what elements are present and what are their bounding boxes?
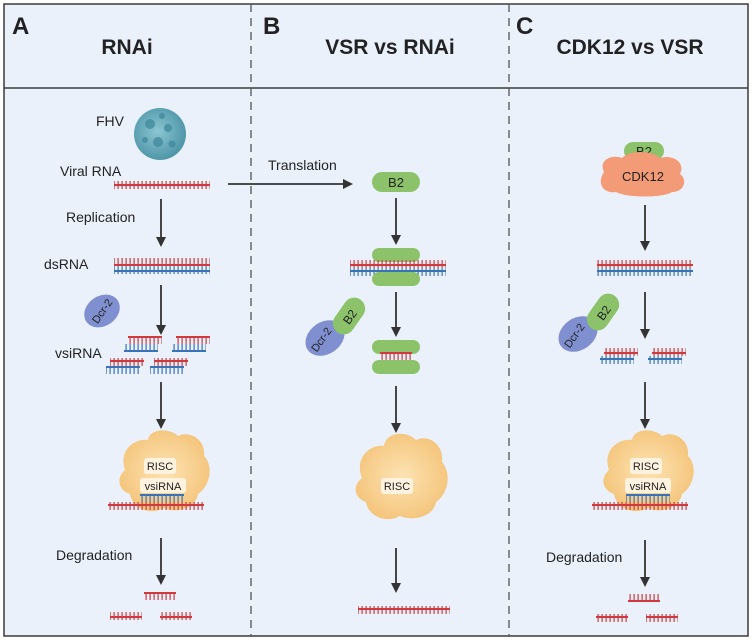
dsrna-duplex-c bbox=[597, 260, 693, 276]
risc-complex-b: RISC bbox=[355, 433, 448, 520]
risc-label-a: RISC bbox=[147, 461, 173, 473]
intact-viral-rna-b bbox=[358, 606, 450, 614]
vsirna-duplexes-c bbox=[600, 348, 686, 364]
dcr2-icon-a: Dcr-2 bbox=[84, 294, 120, 328]
panel-a-title: RNAi bbox=[101, 36, 152, 59]
figure-background bbox=[3, 3, 749, 637]
cdk12-label: CDK12 bbox=[622, 169, 664, 184]
risc-vsirna-label-c: vsiRNA bbox=[630, 481, 667, 493]
dcr2-b2-complex-c: Dcr-2 B2 bbox=[558, 293, 620, 352]
b2-bound-dsrna bbox=[350, 248, 446, 286]
risc-label-c: RISC bbox=[633, 461, 659, 473]
b2-bound-sirna bbox=[372, 340, 420, 374]
degradation-label-a: Degradation bbox=[56, 547, 132, 563]
translation-label: Translation bbox=[268, 157, 337, 173]
cdk12-b2-complex: B2 CDK12 bbox=[600, 142, 685, 197]
degradation-label-c: Degradation bbox=[546, 549, 622, 565]
panel-a-letter: A bbox=[12, 13, 29, 40]
panel-b-title: VSR vs RNAi bbox=[325, 36, 455, 59]
degraded-fragments-c bbox=[596, 594, 678, 622]
degraded-fragments-a bbox=[110, 592, 192, 620]
panel-c-title: CDK12 vs VSR bbox=[556, 36, 703, 59]
replication-label: Replication bbox=[66, 209, 135, 225]
panel-b-letter: B bbox=[263, 13, 280, 40]
dsrna-duplex bbox=[114, 258, 210, 274]
panel-c-letter: C bbox=[516, 13, 533, 40]
fhv-virus-icon bbox=[134, 108, 186, 160]
fhv-label: FHV bbox=[96, 113, 125, 129]
viral-rna-label: Viral RNA bbox=[60, 163, 122, 179]
viral-rna-strand bbox=[114, 181, 210, 189]
risc-label-b: RISC bbox=[384, 481, 410, 493]
risc-complex-a: RISC vsiRNA bbox=[108, 430, 210, 512]
risc-vsirna-label-a: vsiRNA bbox=[145, 481, 182, 493]
risc-complex-c: RISC vsiRNA bbox=[592, 430, 694, 512]
dcr2-b2-complex-b: Dcr-2 B2 bbox=[305, 297, 366, 356]
b2-protein-b: B2 bbox=[372, 172, 420, 192]
vsirna-label: vsiRNA bbox=[55, 345, 102, 361]
dsrna-label: dsRNA bbox=[44, 256, 89, 272]
vsirna-duplexes-a bbox=[106, 336, 210, 374]
b2-label-b: B2 bbox=[388, 175, 404, 190]
